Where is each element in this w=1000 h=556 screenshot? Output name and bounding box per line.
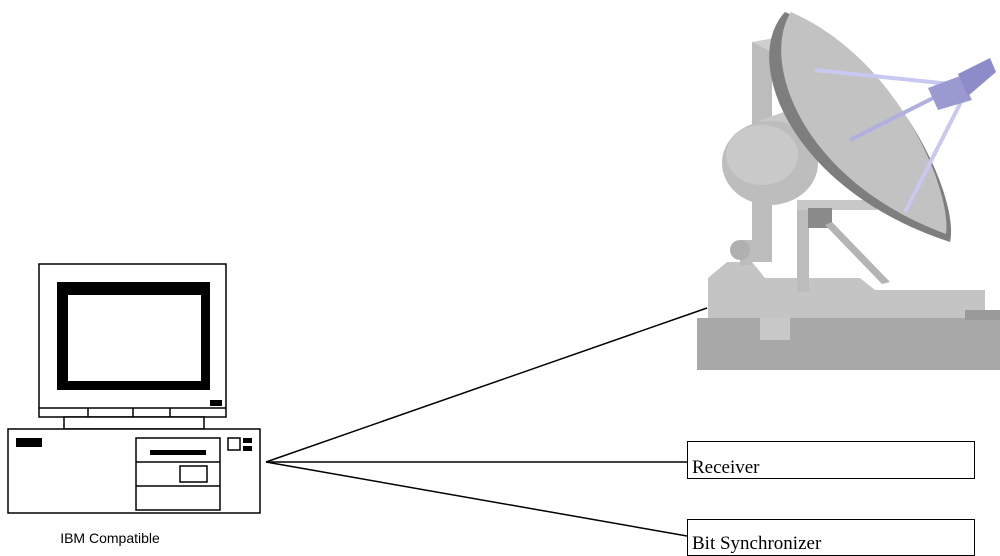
bit-synchronizer-box[interactable]: Bit Synchronizer <box>687 519 975 556</box>
link-to-bit-synchronizer <box>265 461 688 537</box>
power-led <box>16 438 42 447</box>
receiver-box[interactable]: Receiver <box>687 441 975 479</box>
receiver-label: Receiver <box>692 457 760 478</box>
screen <box>68 295 201 381</box>
computer-caption: IBM Compatible <box>60 530 160 546</box>
connection-lines <box>265 307 708 537</box>
link-to-antenna <box>265 307 708 463</box>
bit-synchronizer-label: Bit Synchronizer <box>692 533 822 554</box>
satellite-dish <box>697 12 1000 370</box>
system-unit <box>7 428 261 514</box>
computer <box>7 263 261 514</box>
